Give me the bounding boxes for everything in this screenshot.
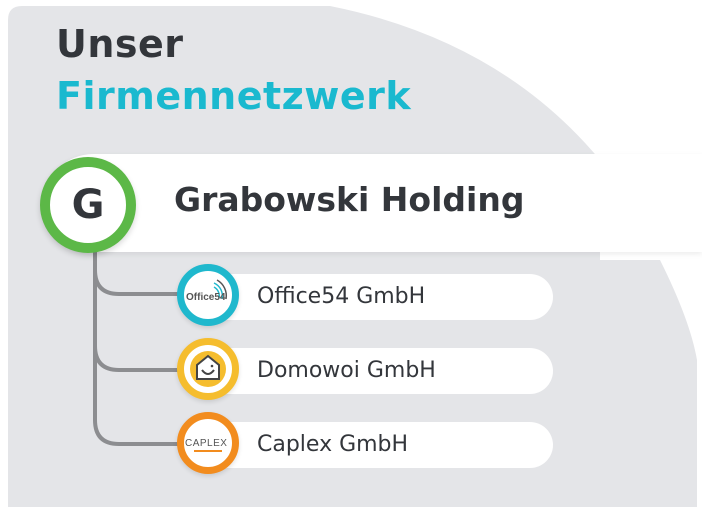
company-item-caplex[interactable] bbox=[205, 422, 553, 468]
title-line-1: Unser bbox=[56, 22, 184, 66]
caplex-logo-text: CAPLEX bbox=[185, 438, 227, 449]
company-name: Office54 GmbH bbox=[257, 284, 426, 309]
caplex-logo-icon: CAPLEX bbox=[177, 412, 239, 474]
company-name: Domowoi GmbH bbox=[257, 358, 436, 383]
smiling-house-logo-icon bbox=[177, 338, 239, 400]
office54-logo-text: Office54 bbox=[186, 292, 226, 303]
company-name: Caplex GmbH bbox=[257, 432, 409, 457]
title-line-2: Firmennetzwerk bbox=[56, 74, 412, 118]
holding-banner bbox=[44, 154, 702, 252]
office54-logo-icon: Office54 bbox=[177, 264, 239, 326]
grabowski-logo-icon: G bbox=[40, 157, 136, 253]
holding-name: Grabowski Holding bbox=[174, 180, 525, 219]
company-item-domowoi[interactable] bbox=[205, 348, 553, 394]
company-item-office54[interactable] bbox=[205, 274, 553, 320]
